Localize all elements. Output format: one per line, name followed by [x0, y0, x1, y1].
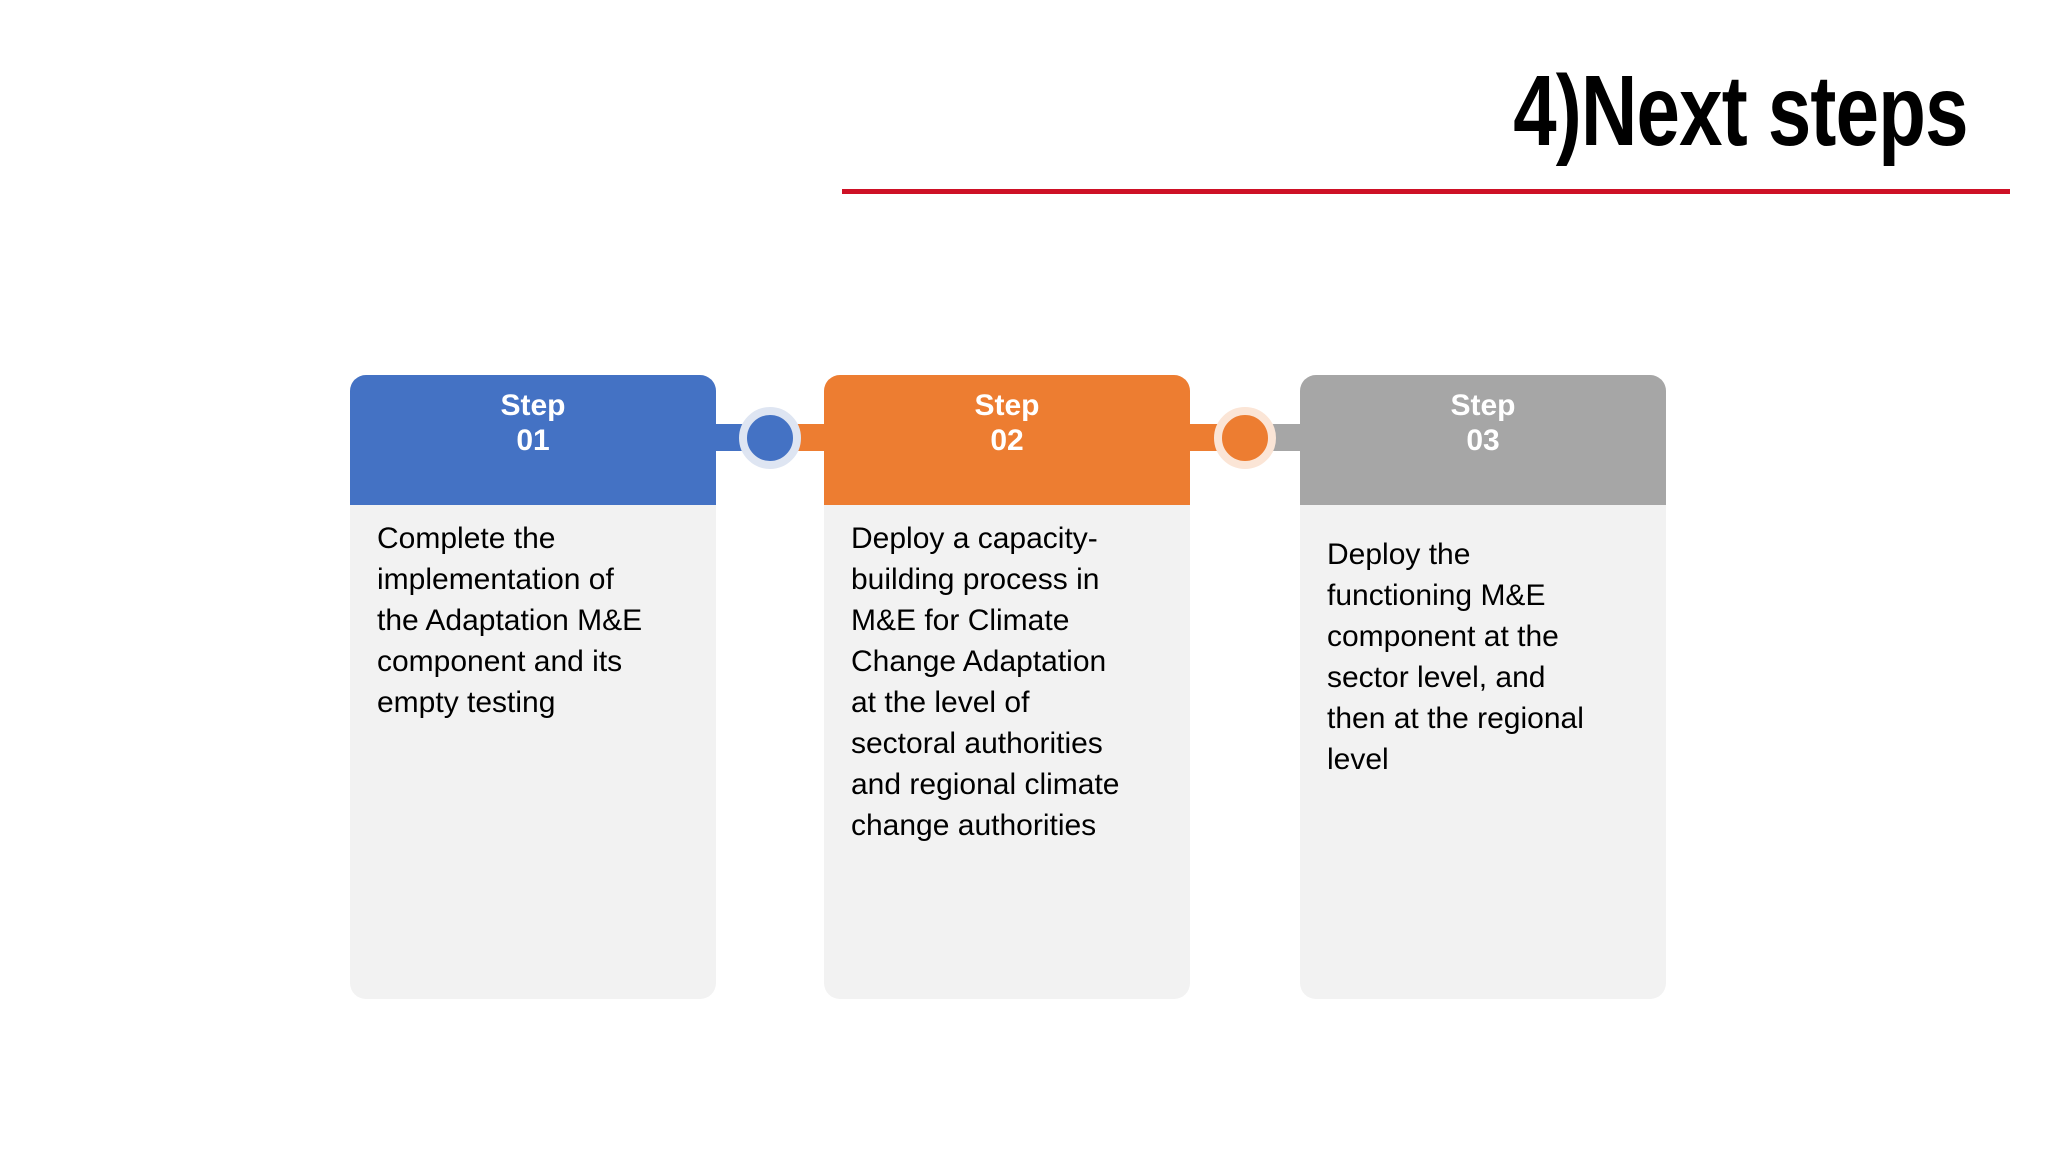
- connector-1: [716, 406, 824, 469]
- step-3-header: Step 03: [1300, 375, 1666, 505]
- step-1-description: Complete the implementation of the Adapt…: [377, 522, 643, 719]
- page-title: 4)Next steps: [1513, 55, 1969, 167]
- step-3-number: 03: [1466, 424, 1500, 457]
- step-2-number: 02: [990, 424, 1024, 457]
- step-2-label: Step: [974, 389, 1040, 422]
- step-3-label: Step: [1450, 389, 1516, 422]
- step-1-number: 01: [516, 424, 550, 457]
- title-underline: [842, 189, 2010, 194]
- connector-1-dot-icon: [739, 406, 801, 469]
- step-2-header: Step 02: [824, 375, 1190, 505]
- connector-2: [1190, 406, 1300, 469]
- step-card-1: Step 01 Complete the implementation of t…: [350, 375, 716, 999]
- step-1-header: Step 01: [350, 375, 716, 505]
- step-card-3: Step 03 Deploy the functioning M&E compo…: [1300, 375, 1666, 999]
- step-1-label: Step: [500, 389, 566, 422]
- connector-2-dot-icon: [1214, 406, 1276, 469]
- step-2-description: Deploy a capacity- building process in M…: [851, 522, 1120, 842]
- step-3-description: Deploy the functioning M&E component at …: [1327, 538, 1584, 776]
- step-card-2: Step 02 Deploy a capacity- building proc…: [824, 375, 1190, 999]
